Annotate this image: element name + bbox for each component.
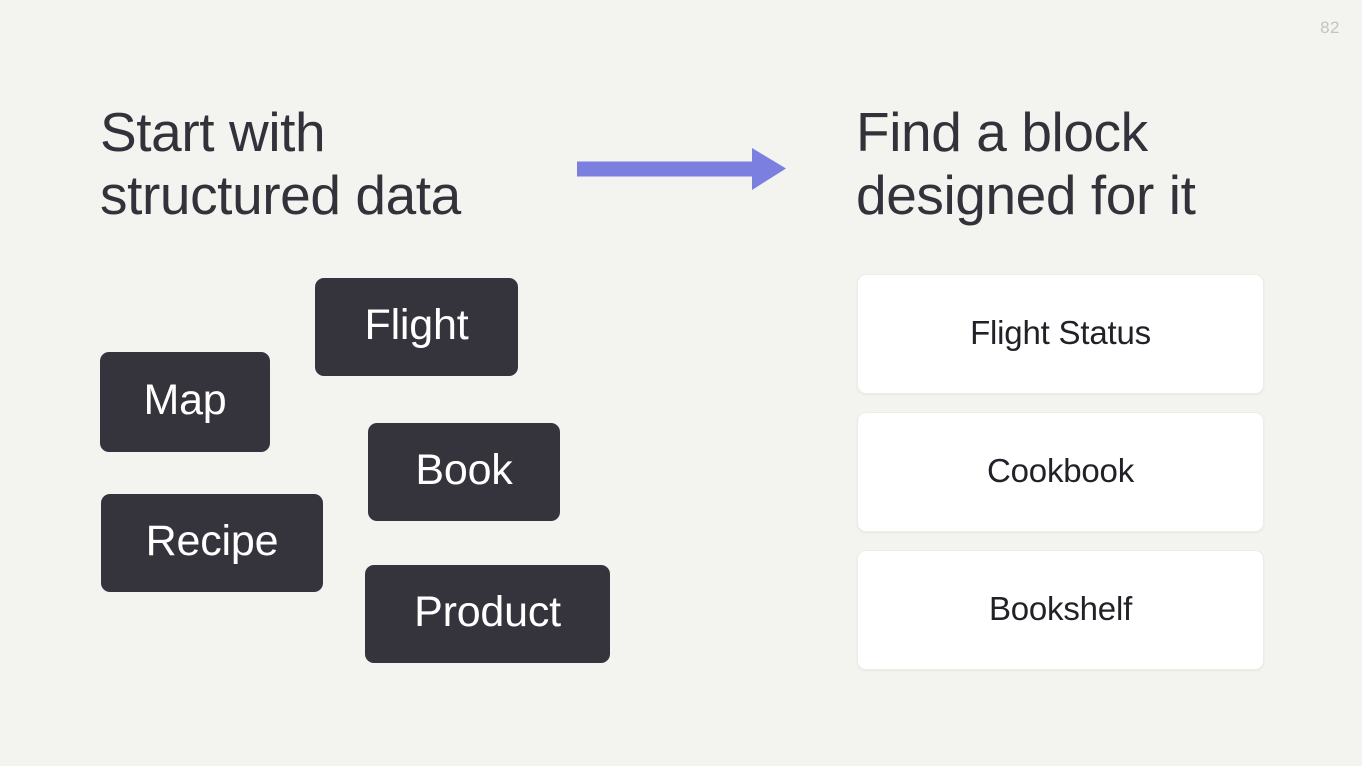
chip-flight: Flight	[315, 278, 518, 376]
chip-recipe-label: Recipe	[145, 516, 279, 565]
chip-book: Book	[368, 423, 560, 521]
chip-flight-label: Flight	[364, 300, 469, 349]
chip-product-label: Product	[414, 587, 561, 636]
card-cookbook-label: Cookbook	[987, 452, 1134, 489]
chip-book-label: Book	[415, 445, 513, 494]
card-flight-status-label: Flight Status	[970, 314, 1151, 351]
chip-product: Product	[365, 565, 610, 663]
chip-map-label: Map	[143, 375, 227, 424]
card-bookshelf-label: Bookshelf	[988, 590, 1133, 627]
arrow-right-icon	[576, 144, 790, 194]
left-heading: Start with structured data	[100, 101, 461, 226]
right-heading: Find a block designed for it	[856, 101, 1196, 226]
chip-recipe: Recipe	[101, 494, 323, 592]
page-number: 82	[1320, 18, 1340, 37]
card-bookshelf[interactable]: Bookshelf	[857, 550, 1264, 670]
card-flight-status[interactable]: Flight Status	[857, 274, 1264, 394]
chip-map: Map	[100, 352, 270, 452]
arrow-right-svg	[577, 148, 786, 190]
card-cookbook[interactable]: Cookbook	[857, 412, 1264, 532]
